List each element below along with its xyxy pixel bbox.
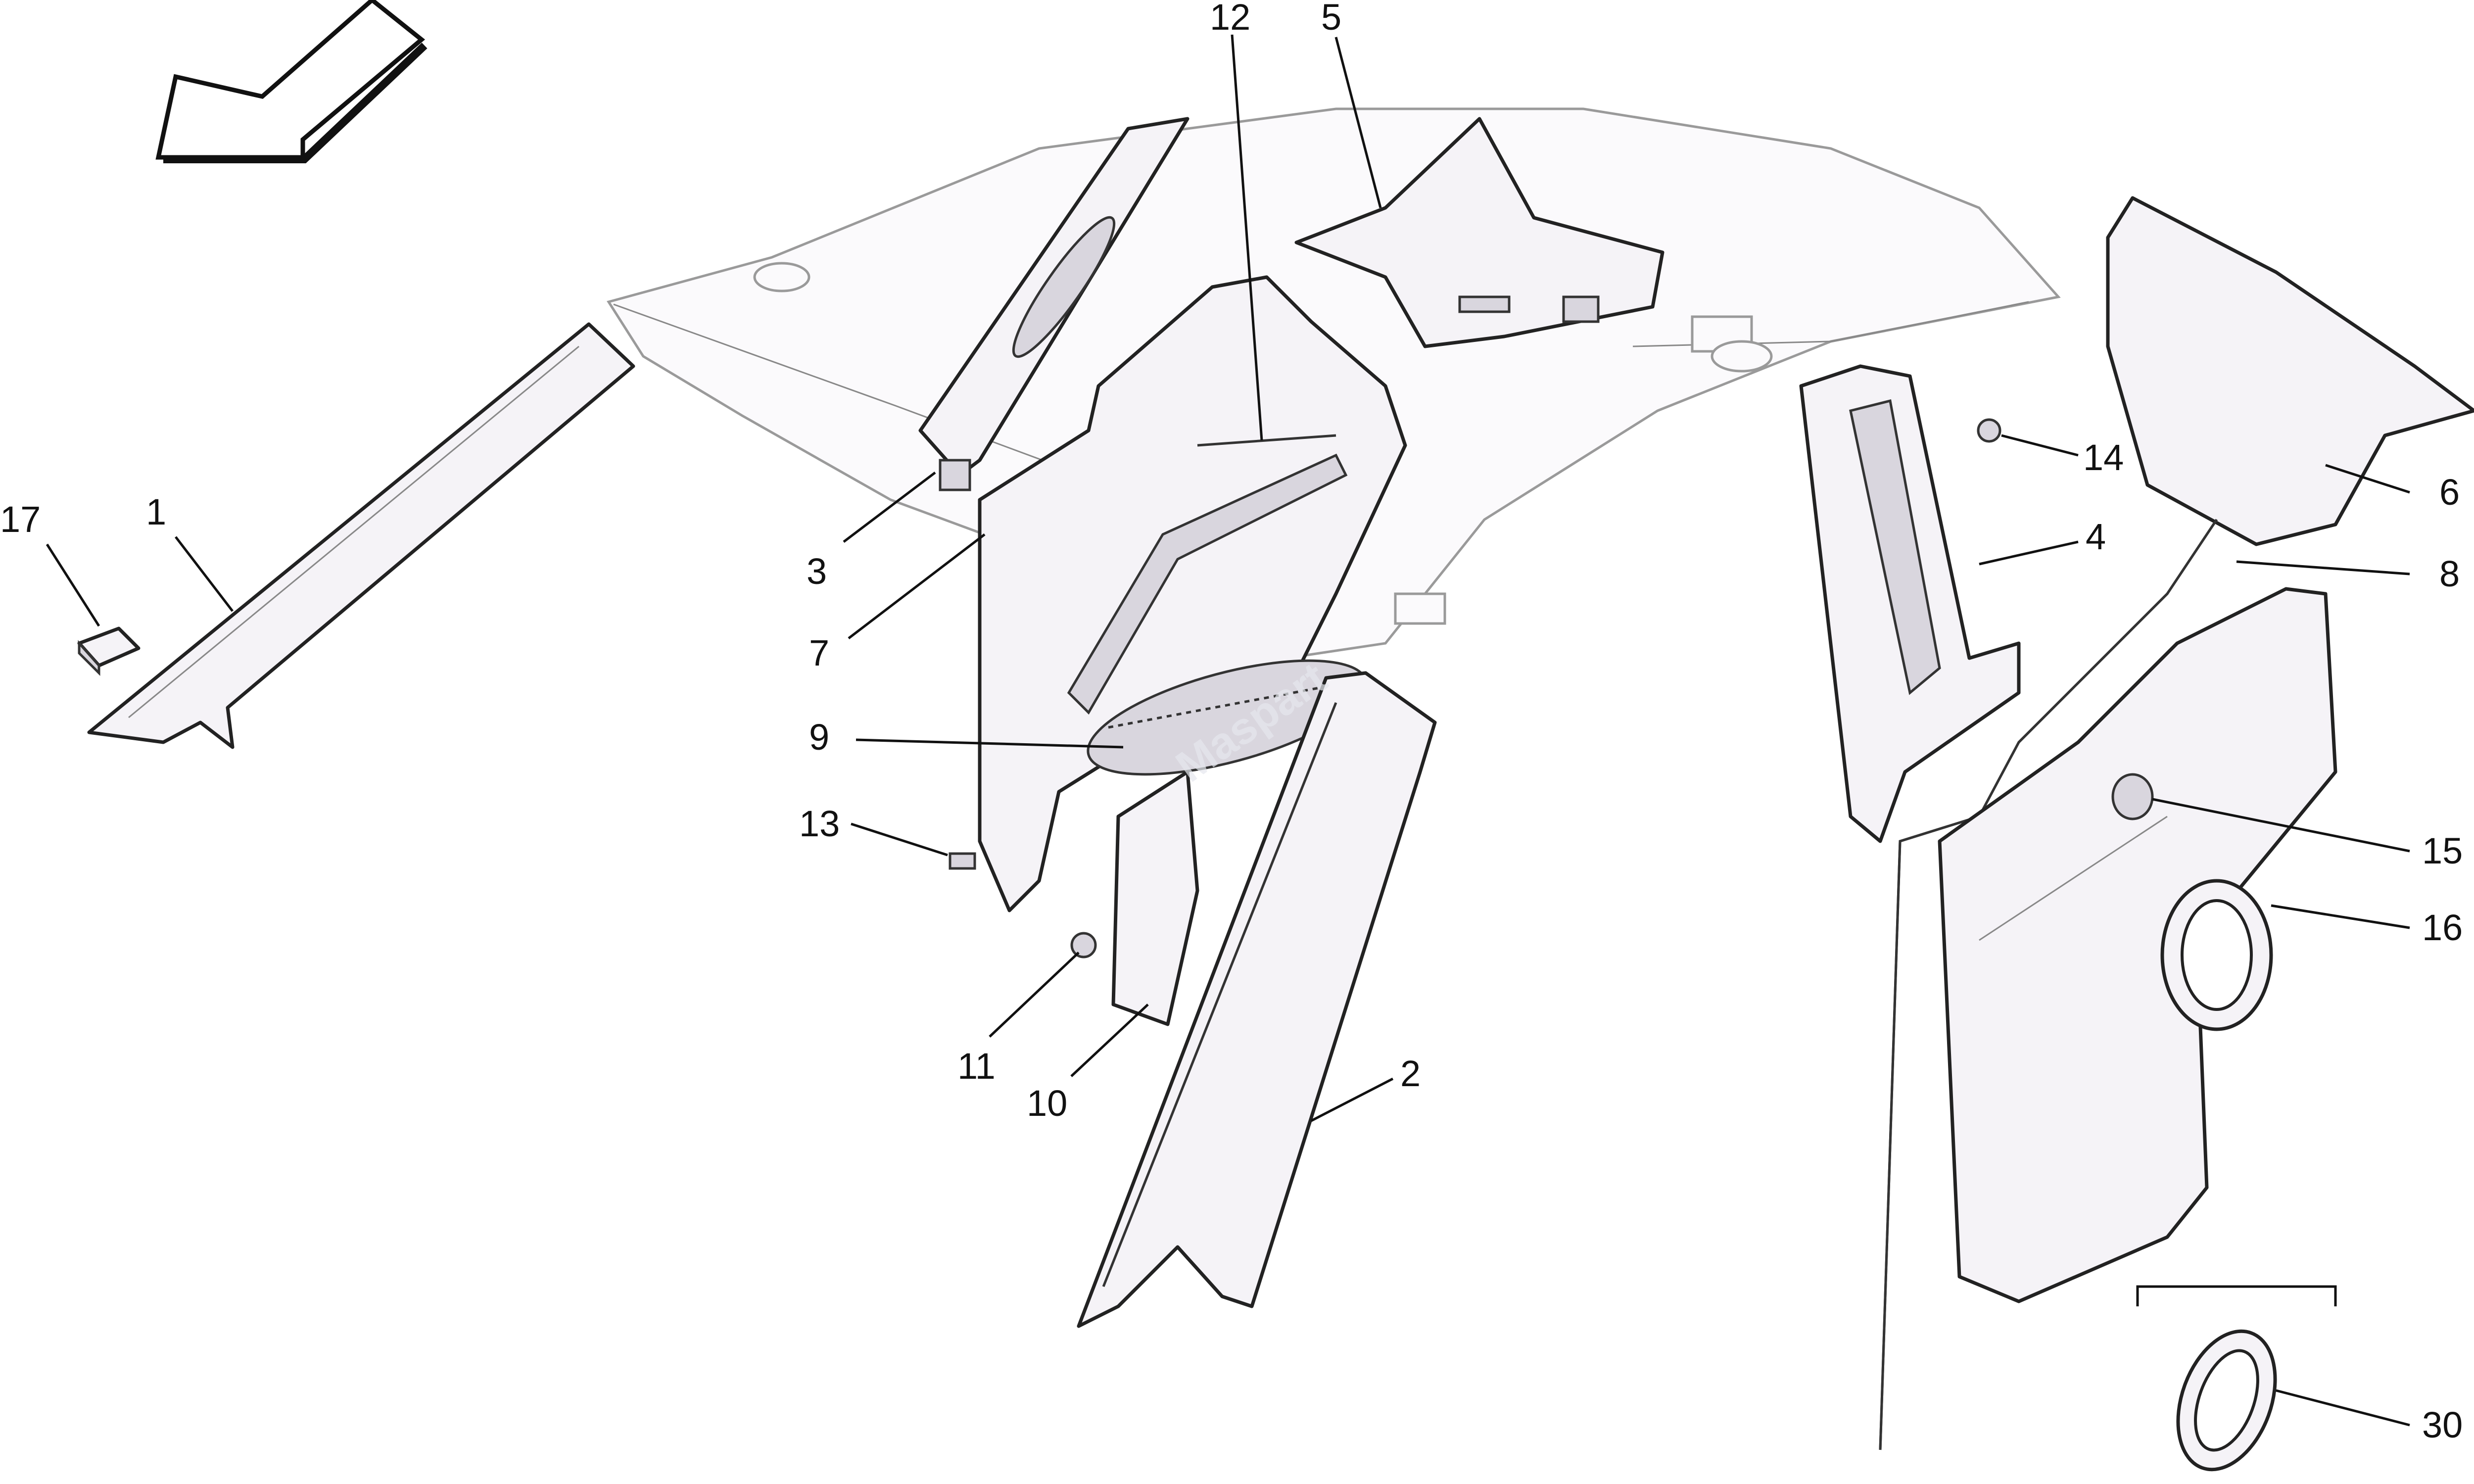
part-6-rear-corner-trim [2106,196,2474,546]
direction-arrow [155,0,428,163]
part-3-pillar-trim-upper [918,117,1189,491]
part-15-grommet [2111,773,2154,820]
callout-7: 7 [809,632,829,673]
part-5-rear-upper-trim [1294,117,1665,348]
callout-16: 16 [2422,907,2463,948]
part-17-clip [77,626,141,676]
part-8-seal-strip [1879,519,2218,1450]
rear-side-panel [1938,587,2337,1303]
fastener-13 [949,852,976,870]
callout-8: 8 [2439,553,2460,594]
callout-4: 4 [2086,516,2106,557]
part-10-lower-bracket [1111,770,1199,1026]
callout-13: 13 [799,803,840,844]
callout-17: 17 [0,499,41,540]
callout-15: 15 [2422,830,2463,871]
part-1-a-pillar-trim [87,322,635,749]
callout-30: 30 [2422,1404,2463,1445]
callout-1: 1 [146,491,166,532]
callout-9: 9 [809,717,829,758]
fastener-14 [1977,418,2001,443]
callout-14: 14 [2083,437,2124,478]
callout-11: 11 [957,1046,996,1087]
callout-12: 12 [1210,0,1250,38]
part-30-ring [2136,1285,2337,1472]
leader-lines [46,34,2410,1427]
callout-3: 3 [807,551,827,592]
part-7-quarter-trim-panel [978,275,1407,912]
part-4-pillar-cover [1799,364,2021,843]
callout-5: 5 [1321,0,1341,38]
callout-10: 10 [1027,1083,1067,1124]
callout-2: 2 [1400,1053,1421,1094]
fastener-11 [1070,932,1097,958]
callout-labels: 17 1 3 7 9 13 11 10 12 5 2 14 4 6 8 15 1… [0,0,2463,1445]
part-2-c-pillar-trim [1077,671,1437,1328]
part-16-ring [2160,879,2273,1031]
callout-6: 6 [2439,472,2460,513]
